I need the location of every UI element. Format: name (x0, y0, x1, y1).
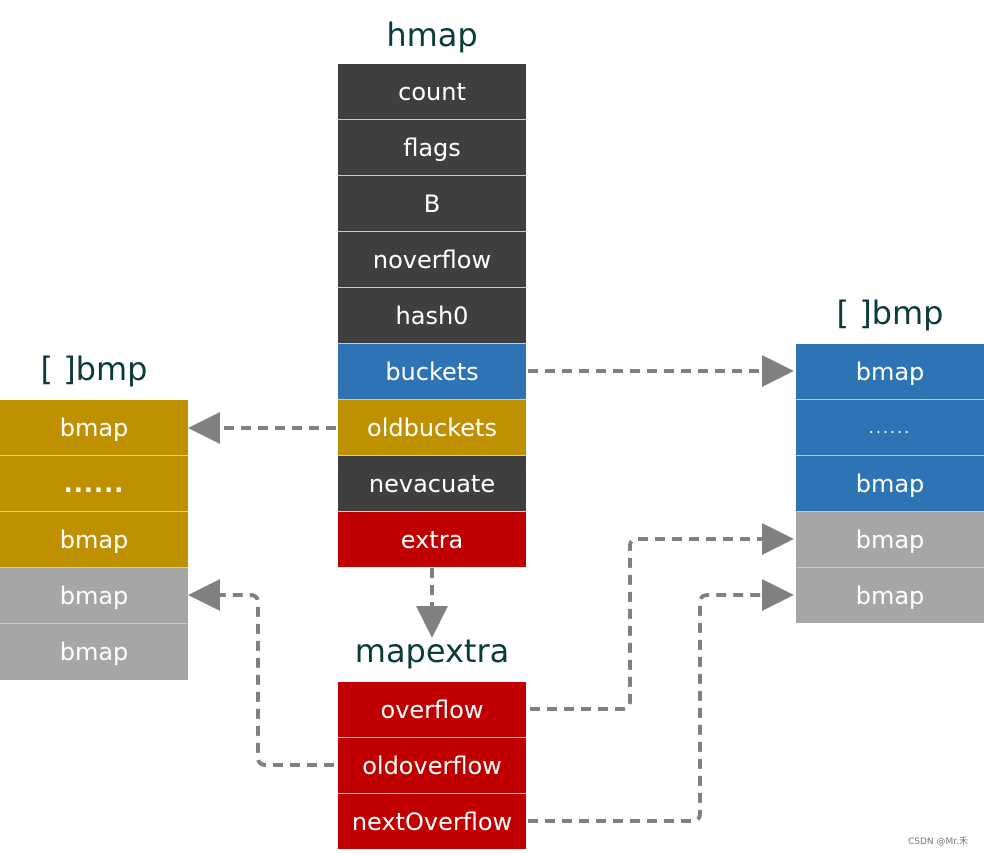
arrow-overflow-to-right-array (530, 523, 794, 711)
right-array-cell-2: bmap (796, 456, 984, 512)
right-array-cell-1: ...... (796, 400, 984, 456)
left-array-cell-0: bmap (0, 400, 188, 456)
hmap-field-flags: flags (338, 120, 526, 176)
watermark: CSDN @Mr.禾 (908, 837, 969, 847)
arrow-nextoverflow-to-right-array (528, 579, 794, 823)
hmap-field-oldbuckets: oldbuckets (338, 400, 526, 456)
arrow-oldoverflow-to-left-array (188, 579, 334, 767)
hmap-field-hash0: hash0 (338, 288, 526, 344)
hmap-field-noverflow: noverflow (338, 232, 526, 288)
mapextra-title: mapextra (354, 632, 510, 670)
left-array-title: [ ]bmp (40, 350, 148, 388)
mapextra-field-nextoverflow: nextOverflow (338, 794, 526, 849)
left-array-cell-1: ...... (0, 456, 188, 512)
hmap-field-buckets: buckets (338, 344, 526, 400)
right-array-cell-4: bmap (796, 568, 984, 623)
left-array-cell-3: bmap (0, 568, 188, 624)
left-array-cell-4: bmap (0, 624, 188, 680)
right-array-title: [ ]bmp (836, 294, 944, 332)
right-array-cell-0: bmap (796, 344, 984, 400)
hmap-field-nevacuate: nevacuate (338, 456, 526, 512)
right-array-cell-3: bmap (796, 512, 984, 568)
hmap-field-count: count (338, 64, 526, 120)
mapextra-field-overflow: overflow (338, 682, 526, 738)
hmap-field-extra: extra (338, 512, 526, 567)
mapextra-field-oldoverflow: oldoverflow (338, 738, 526, 794)
hmap-field-b: B (338, 176, 526, 232)
left-array-cell-2: bmap (0, 512, 188, 568)
hmap-title: hmap (386, 16, 478, 54)
